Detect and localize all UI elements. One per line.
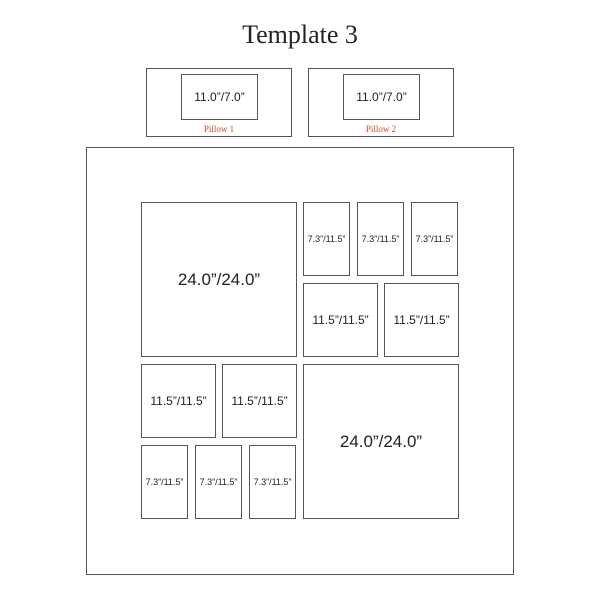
panel-small-bottom-1: 7.3”/11.5” xyxy=(141,445,188,519)
panel-medium-right-2-label: 11.5”/11.5” xyxy=(393,313,450,327)
panel-small-top-3: 7.3”/11.5” xyxy=(411,202,458,276)
panel-small-top-3-label: 7.3”/11.5” xyxy=(415,234,454,244)
panel-small-bottom-1-label: 7.3”/11.5” xyxy=(145,477,184,487)
pillow-1-frame: 11.0”/7.0” Pillow 1 xyxy=(146,68,292,137)
panel-small-bottom-2: 7.3”/11.5” xyxy=(195,445,242,519)
panel-small-top-1: 7.3”/11.5” xyxy=(303,202,350,276)
panel-medium-right-1: 11.5”/11.5” xyxy=(303,283,378,357)
panel-large-bottom-right-label: 24.0”/24.0” xyxy=(339,431,423,451)
pillow-2-size-label: 11.0”/7.0” xyxy=(356,90,407,104)
panel-small-bottom-2-label: 7.3”/11.5” xyxy=(199,477,238,487)
panel-small-top-1-label: 7.3”/11.5” xyxy=(307,234,346,244)
panel-small-bottom-3-label: 7.3”/11.5” xyxy=(253,477,292,487)
panel-large-top-left: 24.0”/24.0” xyxy=(141,202,297,357)
panel-medium-left-2-label: 11.5”/11.5” xyxy=(231,394,288,408)
pillow-1-size-label: 11.0”/7.0” xyxy=(194,90,245,104)
panel-small-top-2: 7.3”/11.5” xyxy=(357,202,404,276)
pillow-2-panel: 11.0”/7.0” xyxy=(343,74,420,120)
panel-medium-left-1-label: 11.5”/11.5” xyxy=(150,394,207,408)
panel-medium-right-2: 11.5”/11.5” xyxy=(384,283,459,357)
panel-small-top-2-label: 7.3”/11.5” xyxy=(361,234,400,244)
panel-small-bottom-3: 7.3”/11.5” xyxy=(249,445,296,519)
page-title: Template 3 xyxy=(242,20,358,49)
pillow-2-label: Pillow 2 xyxy=(365,124,397,134)
pillow-1-label: Pillow 1 xyxy=(203,124,235,134)
pillow-2-frame: 11.0”/7.0” Pillow 2 xyxy=(308,68,454,137)
panel-large-top-left-label: 24.0”/24.0” xyxy=(177,269,261,289)
panel-medium-left-1: 11.5”/11.5” xyxy=(141,364,216,438)
pillow-1-panel: 11.0”/7.0” xyxy=(181,74,258,120)
panel-medium-left-2: 11.5”/11.5” xyxy=(222,364,297,438)
panel-medium-right-1-label: 11.5”/11.5” xyxy=(312,313,369,327)
panel-large-bottom-right: 24.0”/24.0” xyxy=(303,364,459,519)
